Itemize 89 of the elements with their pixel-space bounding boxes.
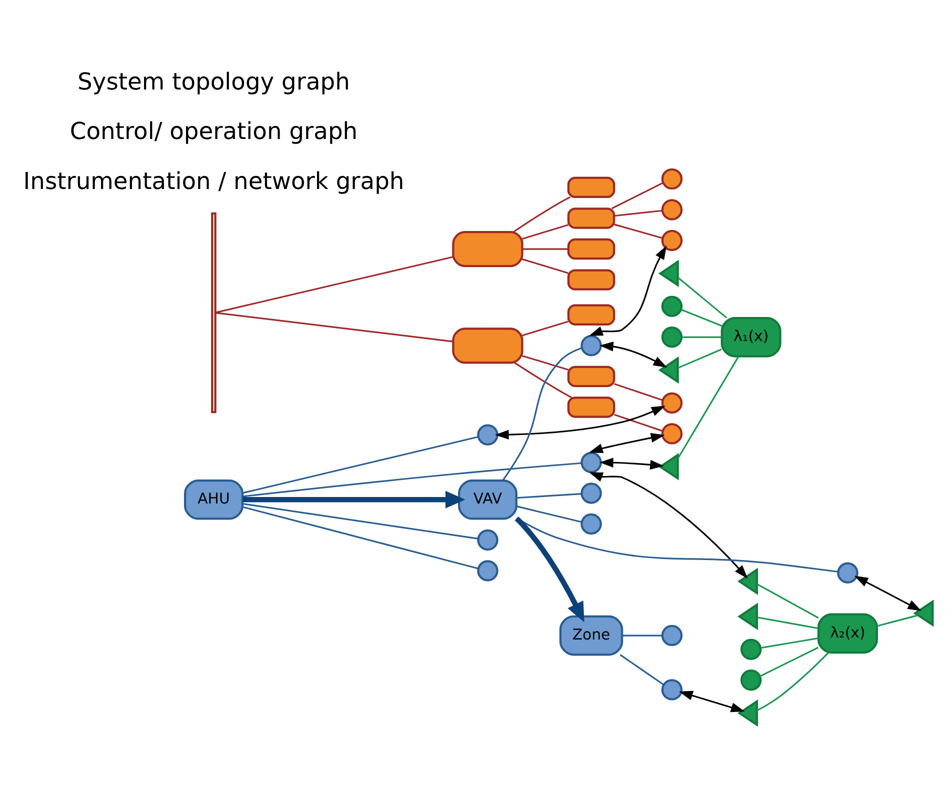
- node-box: [567, 365, 616, 387]
- connector: [680, 308, 722, 326]
- connector: [614, 209, 663, 216]
- connector: [502, 346, 582, 480]
- node-box: λ₂(x): [817, 612, 878, 654]
- node-triangle: [737, 698, 758, 726]
- connector: [516, 516, 838, 572]
- node-triangle: [737, 567, 758, 595]
- connector: [516, 505, 582, 522]
- node-circle: [580, 334, 602, 356]
- node-box: [567, 238, 616, 260]
- connector: [522, 224, 568, 240]
- connector: [242, 506, 478, 569]
- arrow: [599, 457, 664, 470]
- node-box: [452, 327, 524, 364]
- node-triangle: [658, 356, 679, 384]
- connector: [620, 654, 664, 685]
- arrow: [588, 245, 667, 336]
- node-box: [567, 268, 616, 290]
- connector: [682, 336, 722, 338]
- arrow: [599, 341, 668, 368]
- connector: [756, 583, 819, 618]
- connector: [760, 646, 819, 677]
- connector: [242, 462, 582, 497]
- connector: [242, 436, 478, 494]
- label: Instrumentation / network graph: [23, 166, 404, 195]
- connector: [522, 320, 568, 336]
- connector: [677, 356, 740, 459]
- node-circle: [661, 229, 683, 251]
- arrow: [854, 575, 922, 611]
- node-box: Zone: [559, 614, 624, 656]
- label: System topology graph: [78, 66, 350, 95]
- connector: [522, 354, 568, 370]
- node-triangle: [658, 452, 679, 480]
- node-circle: [661, 392, 683, 414]
- connector: [516, 492, 582, 498]
- node-circle: [477, 528, 498, 550]
- connector: [514, 362, 572, 398]
- node-box: VAV: [458, 478, 518, 520]
- arrow: [678, 690, 745, 712]
- node-box: [567, 176, 616, 198]
- node-circle: [580, 451, 602, 473]
- arrow: [242, 490, 466, 508]
- node-box: [452, 230, 524, 267]
- arrow: [588, 472, 748, 578]
- node-box: [567, 304, 616, 325]
- node-circle: [661, 168, 683, 190]
- node-circle: [740, 669, 762, 690]
- connector: [614, 413, 663, 432]
- connector: [522, 248, 568, 250]
- connector: [678, 276, 728, 318]
- node-box: λ₁(x): [720, 316, 782, 357]
- node-circle: [661, 678, 683, 700]
- node-box: [567, 207, 616, 228]
- connector: [522, 258, 568, 274]
- node-box: [567, 396, 616, 418]
- connector: [622, 634, 662, 636]
- arrow: [494, 405, 666, 440]
- node-circle: [661, 198, 683, 220]
- node-circle: [661, 326, 683, 348]
- connector: [876, 614, 918, 626]
- connector: [760, 636, 819, 648]
- node-circle: [661, 422, 683, 444]
- node-circle: [477, 424, 498, 445]
- arrow: [588, 432, 665, 453]
- node-triangle: [658, 259, 679, 287]
- node-circle: [661, 295, 683, 316]
- node-bar: [211, 212, 216, 413]
- connector: [757, 616, 819, 629]
- node-triangle: [737, 602, 758, 630]
- connector: [215, 256, 454, 313]
- node-circle: [740, 638, 762, 660]
- connector: [756, 652, 829, 711]
- connector: [614, 382, 663, 400]
- node-circle: [837, 562, 858, 584]
- connector: [678, 348, 722, 368]
- connector: [242, 502, 478, 539]
- node-circle: [661, 624, 683, 646]
- connector: [215, 312, 454, 342]
- connector: [611, 182, 664, 209]
- node-triangle: [913, 599, 934, 626]
- label: Control/ operation graph: [70, 116, 358, 145]
- node-circle: [580, 512, 602, 534]
- node-box: AHU: [184, 478, 244, 520]
- connector: [614, 223, 663, 238]
- connector: [513, 196, 571, 232]
- arrow: [514, 516, 584, 622]
- node-circle: [580, 482, 602, 504]
- node-circle: [477, 560, 498, 581]
